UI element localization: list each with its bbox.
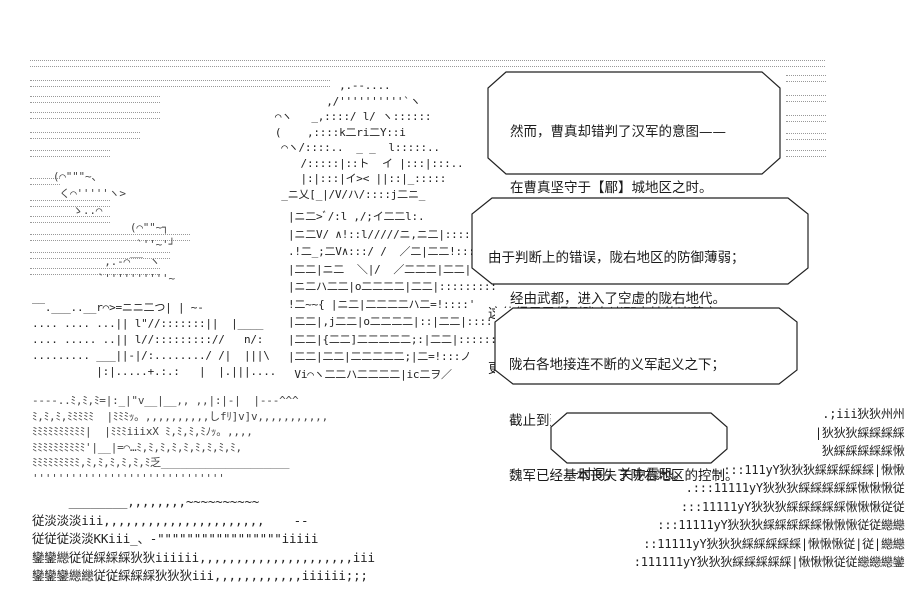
narration-box-4: 一时间，关中震恐。 <box>550 412 728 483</box>
narration-line: 由于判断上的错误，陇右地区的防御薄弱； <box>488 250 745 266</box>
box-border <box>487 71 781 175</box>
dotted-line <box>30 96 160 98</box>
castle-body-art: |ニ二>ﾞ/:l ,/;イ二二l:. |ニ二V/ ∧!::l/////ニ,ニ二|… <box>288 210 512 381</box>
dotted-line <box>30 184 60 186</box>
dotted-line <box>30 150 110 152</box>
dotted-line <box>30 80 330 82</box>
dotted-line <box>30 156 110 158</box>
dotted-line <box>786 75 826 77</box>
dotted-line <box>30 102 160 104</box>
narration-line: 在曹真坚守于【郿】城地区之时。 <box>510 179 713 196</box>
dotted-line <box>30 234 190 236</box>
dotted-line <box>30 112 160 114</box>
narration-line: 陇右各地接连不断的义军起义之下； <box>509 357 725 373</box>
narration-text-4: 一时间，关中震恐。 <box>565 429 687 522</box>
dotted-line <box>30 60 825 62</box>
dotted-line <box>30 216 110 218</box>
dotted-line <box>30 178 60 180</box>
dotted-line <box>30 138 140 140</box>
dotted-line <box>786 139 826 141</box>
narration-line: 一时间，关中震恐。 <box>565 467 687 483</box>
kanji-texture-left: ________,,,,,,,,~~~~~~~~~~ 従淡淡淡iii,,,,,,… <box>32 494 375 583</box>
kanji-texture-right: .;iii狄狄州州 |狄狄狄綵綵綵綵 狄綵綵綵綵綵愀 .:::111yY狄狄狄綵… <box>633 407 905 569</box>
dotted-line <box>30 200 110 202</box>
dotted-line <box>30 86 330 88</box>
left-town-art: ‾‾.___..__r⌒>=ニニ二つ| | ~- .... .... ...||… <box>32 301 277 378</box>
dotted-line <box>786 121 826 123</box>
dotted-line <box>30 240 190 242</box>
castle-roof-art: ,.--.... ,/''''''''''`ヽ ⌒ヽ _,::::/ l/ ヽ:… <box>274 79 464 201</box>
dotted-line <box>786 156 826 158</box>
dotted-line <box>30 132 140 134</box>
clouds-art: (⌒"""~、 く⌒'''''ヽ> ゝ..⌒ (⌒""~┐ `''~'┘ ,.-… <box>52 170 175 285</box>
dotted-line <box>30 268 160 270</box>
narration-box-3: 陇右各地接连不断的义军起义之下； 截止到建兴三年的二月初， 魏军已经基本丧失了陇… <box>494 307 798 484</box>
dotted-line <box>786 115 826 117</box>
dotted-line <box>786 150 826 152</box>
dotted-line <box>786 133 826 135</box>
dotted-line <box>30 206 110 208</box>
dotted-line <box>30 258 170 260</box>
terrain-art: -‐‐‐..ﾐ,ﾐ,ﾐ=|:_|"v__|__,, ,,|:|-| |-‐‐^^… <box>32 394 329 485</box>
narration-line: 魏军已经基本丧失了陇右地区的控制。 <box>509 468 739 484</box>
narration-line: 经由武都，进入了空虚的陇右地代。 <box>510 290 726 307</box>
dotted-line <box>786 101 826 103</box>
dotted-line <box>30 66 825 68</box>
dotted-line <box>30 118 160 120</box>
dotted-line <box>30 274 160 276</box>
narration-box-1: 然而，曹真却错判了汉军的意图—— 在曹真坚守于【郿】城地区之时。 汉军的主力却在… <box>487 71 781 307</box>
box-border <box>471 197 809 285</box>
box-border <box>494 307 798 385</box>
dotted-line <box>786 81 826 83</box>
dotted-line <box>786 95 826 97</box>
dotted-line <box>30 252 170 254</box>
dotted-line <box>30 222 110 224</box>
box-border <box>550 412 728 464</box>
narration-line: 然而，曹真却错判了汉军的意图—— <box>510 124 726 140</box>
narration-box-2: 由于判断上的错误，陇右地区的防御薄弱； 这使得早已得到陇右诸郡支持的诸葛亮， 更… <box>471 197 809 377</box>
